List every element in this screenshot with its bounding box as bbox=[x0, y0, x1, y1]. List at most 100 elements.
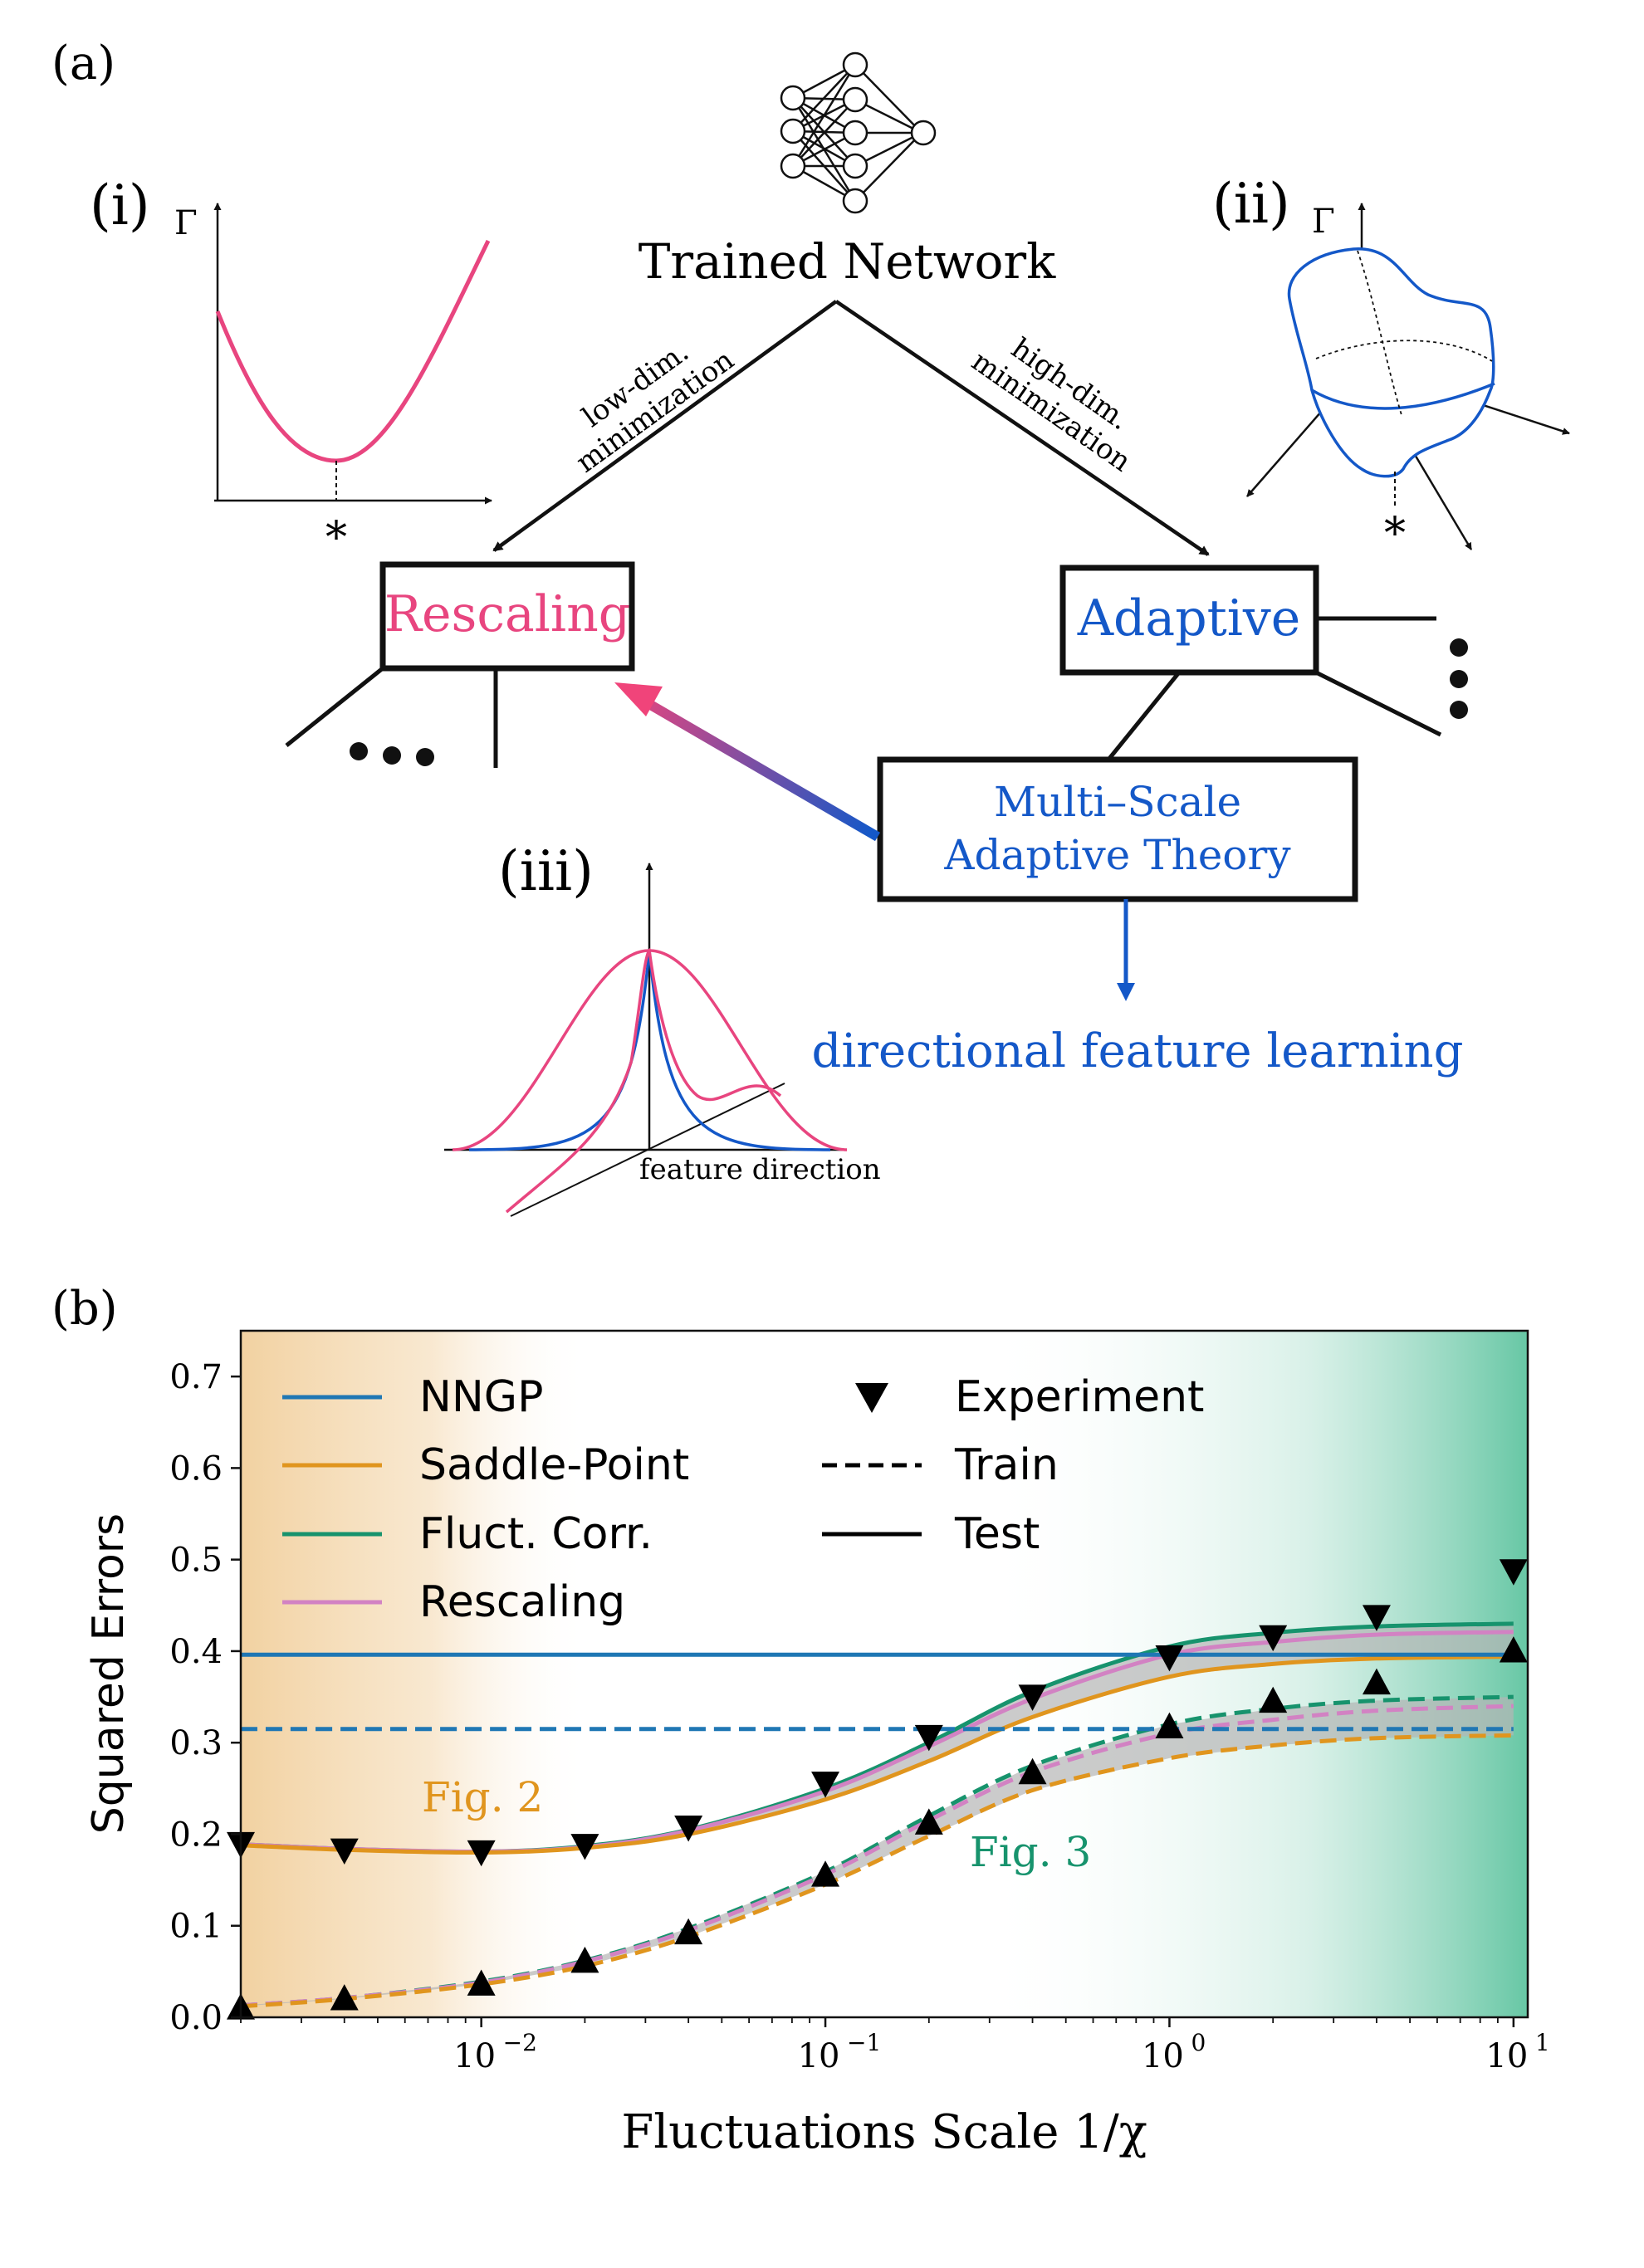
inset-ii: (ii) Γ * bbox=[1212, 172, 1570, 559]
inset-ii-dotted-curve-1 bbox=[1315, 340, 1493, 362]
adaptive-branch-down bbox=[1107, 671, 1181, 761]
legend-label-train: Train bbox=[954, 1440, 1059, 1490]
multi-scale-line1: Multi–Scale bbox=[994, 778, 1241, 826]
band-test bbox=[241, 1623, 1514, 1853]
experiment-train-marker bbox=[1155, 1712, 1184, 1739]
inset-iii-skewed-gaussian bbox=[505, 947, 782, 1214]
experiment-train-marker bbox=[570, 1946, 599, 1973]
experiment-train-marker bbox=[1499, 1636, 1528, 1663]
experiment-test-marker bbox=[674, 1816, 703, 1842]
experiment-test-marker bbox=[1018, 1684, 1047, 1711]
y-tick-label: 0.3 bbox=[169, 1724, 223, 1762]
low-dim-label: low-dim. minimization bbox=[570, 335, 741, 480]
rescaling-branch-left bbox=[285, 667, 384, 747]
inset-i-curve bbox=[215, 239, 491, 463]
inset-ii-gamma: Γ bbox=[1312, 203, 1335, 241]
experiment-test-marker bbox=[811, 1772, 840, 1798]
chart-legend: NNGP Saddle-Point Fluct. Corr. Rescaling… bbox=[282, 1372, 1204, 1627]
experiment-test-marker bbox=[1499, 1559, 1528, 1586]
feature-direction-label: feature direction bbox=[639, 1153, 881, 1186]
orange-region bbox=[241, 1331, 590, 2017]
experiment-train-marker bbox=[330, 1984, 359, 2011]
experiment-train-marker bbox=[1362, 1668, 1391, 1695]
gradient-arrow-head bbox=[614, 682, 663, 716]
experiment-test-marker bbox=[914, 1724, 943, 1752]
experiment-train-marker bbox=[811, 1860, 840, 1887]
experiment-train-marker bbox=[914, 1808, 943, 1835]
adaptive-ellipsis-icon bbox=[1450, 638, 1468, 719]
panel-b-label: (b) bbox=[51, 1282, 118, 1336]
uncertainty-bands bbox=[241, 1623, 1514, 2006]
rescaling-label: Rescaling bbox=[384, 585, 630, 643]
y-tick-label: 0.2 bbox=[169, 1816, 223, 1854]
legend-label-fluct: Fluct. Corr. bbox=[419, 1509, 653, 1559]
x-tick-label: 10 bbox=[1485, 2037, 1528, 2075]
arrow-to-rescaling bbox=[492, 300, 838, 552]
y-axis-label: Squared Errors bbox=[84, 1513, 134, 1834]
fig2-annotation: Fig. 2 bbox=[422, 1773, 543, 1821]
y-tick-label: 0.4 bbox=[169, 1633, 223, 1671]
saddle-point-train-line bbox=[240, 1733, 1514, 2009]
legend-experiment-marker bbox=[855, 1383, 888, 1413]
experiment-test-marker bbox=[570, 1834, 599, 1860]
legend-label-test: Test bbox=[954, 1509, 1040, 1559]
x-tick-exponent: 1 bbox=[1535, 2029, 1550, 2056]
legend-label-rescaling: Rescaling bbox=[419, 1577, 625, 1627]
experiment-test-marker bbox=[1259, 1625, 1288, 1652]
inset-ii-surface bbox=[1287, 247, 1495, 478]
inset-ii-star: * bbox=[1384, 509, 1406, 559]
y-axis-ticks: 0.0 0.1 0.2 0.3 0.4 0.5 0.6 0.7 bbox=[169, 1358, 241, 2037]
legend-label-nngp: NNGP bbox=[419, 1372, 543, 1422]
y-tick-label: 0.7 bbox=[169, 1358, 223, 1396]
inset-i-gamma: Γ bbox=[174, 204, 198, 242]
y-tick-label: 0.5 bbox=[169, 1542, 223, 1580]
neural-network-icon bbox=[780, 51, 937, 214]
y-tick-label: 0.1 bbox=[169, 1908, 223, 1946]
experiment-test-marker bbox=[330, 1838, 359, 1865]
gradient-arrow bbox=[644, 698, 881, 842]
x-tick-exponent: 0 bbox=[1191, 2029, 1206, 2056]
legend-label-experiment: Experiment bbox=[955, 1372, 1204, 1422]
x-tick-exponent: −2 bbox=[503, 2029, 537, 2056]
directional-label: directional feature learning bbox=[812, 1024, 1464, 1078]
experiment-train-marker bbox=[1259, 1686, 1288, 1713]
experiment-test-marker bbox=[1155, 1645, 1184, 1672]
inset-ii-rim bbox=[1311, 382, 1495, 410]
inset-i-label: (i) bbox=[90, 174, 150, 237]
experiment-train-marker bbox=[1018, 1757, 1047, 1785]
saddle-point-test-line bbox=[240, 1655, 1514, 1855]
inset-iii-diag-axis bbox=[510, 1083, 785, 1217]
y-tick-label: 0.0 bbox=[169, 1999, 223, 2037]
legend-label-saddle: Saddle-Point bbox=[419, 1440, 689, 1490]
multi-scale-line2: Adaptive Theory bbox=[943, 831, 1291, 879]
x-tick-label: 10 bbox=[1142, 2037, 1184, 2075]
green-region bbox=[980, 1331, 1528, 2017]
adaptive-label: Adaptive bbox=[1077, 589, 1301, 648]
experiment-test-marker bbox=[467, 1840, 496, 1867]
experiment-train-marker bbox=[674, 1918, 703, 1945]
inset-iii-label: (iii) bbox=[498, 839, 594, 903]
x-tick-label: 10 bbox=[798, 2037, 840, 2075]
experiment-markers bbox=[227, 1559, 1528, 2020]
x-axis-label: Fluctuations Scale 1/χ bbox=[621, 2105, 1147, 2159]
inset-iii: (iii) feature direction bbox=[444, 839, 881, 1217]
x-axis-ticks: 10 −2 10 −1 10 0 10 1 bbox=[240, 2017, 1550, 2075]
x-tick-exponent: −1 bbox=[847, 2029, 881, 2056]
adaptive-box bbox=[1059, 565, 1319, 676]
band-train bbox=[241, 1697, 1514, 2006]
x-tick-label: 10 bbox=[453, 2037, 496, 2075]
experiment-train-marker bbox=[467, 1969, 496, 1996]
experiment-test-marker bbox=[1362, 1605, 1391, 1631]
trained-network-label: Trained Network bbox=[639, 233, 1056, 290]
arrow-to-adaptive bbox=[834, 300, 1210, 556]
y-tick-label: 0.6 bbox=[169, 1449, 223, 1488]
multi-scale-box bbox=[877, 756, 1358, 902]
panel-a-label: (a) bbox=[51, 37, 115, 90]
inset-i-star: * bbox=[325, 513, 347, 563]
adaptive-branch-diag bbox=[1314, 670, 1442, 737]
plot-frame bbox=[239, 1329, 1529, 2019]
inset-i: (i) Γ * bbox=[90, 174, 492, 563]
